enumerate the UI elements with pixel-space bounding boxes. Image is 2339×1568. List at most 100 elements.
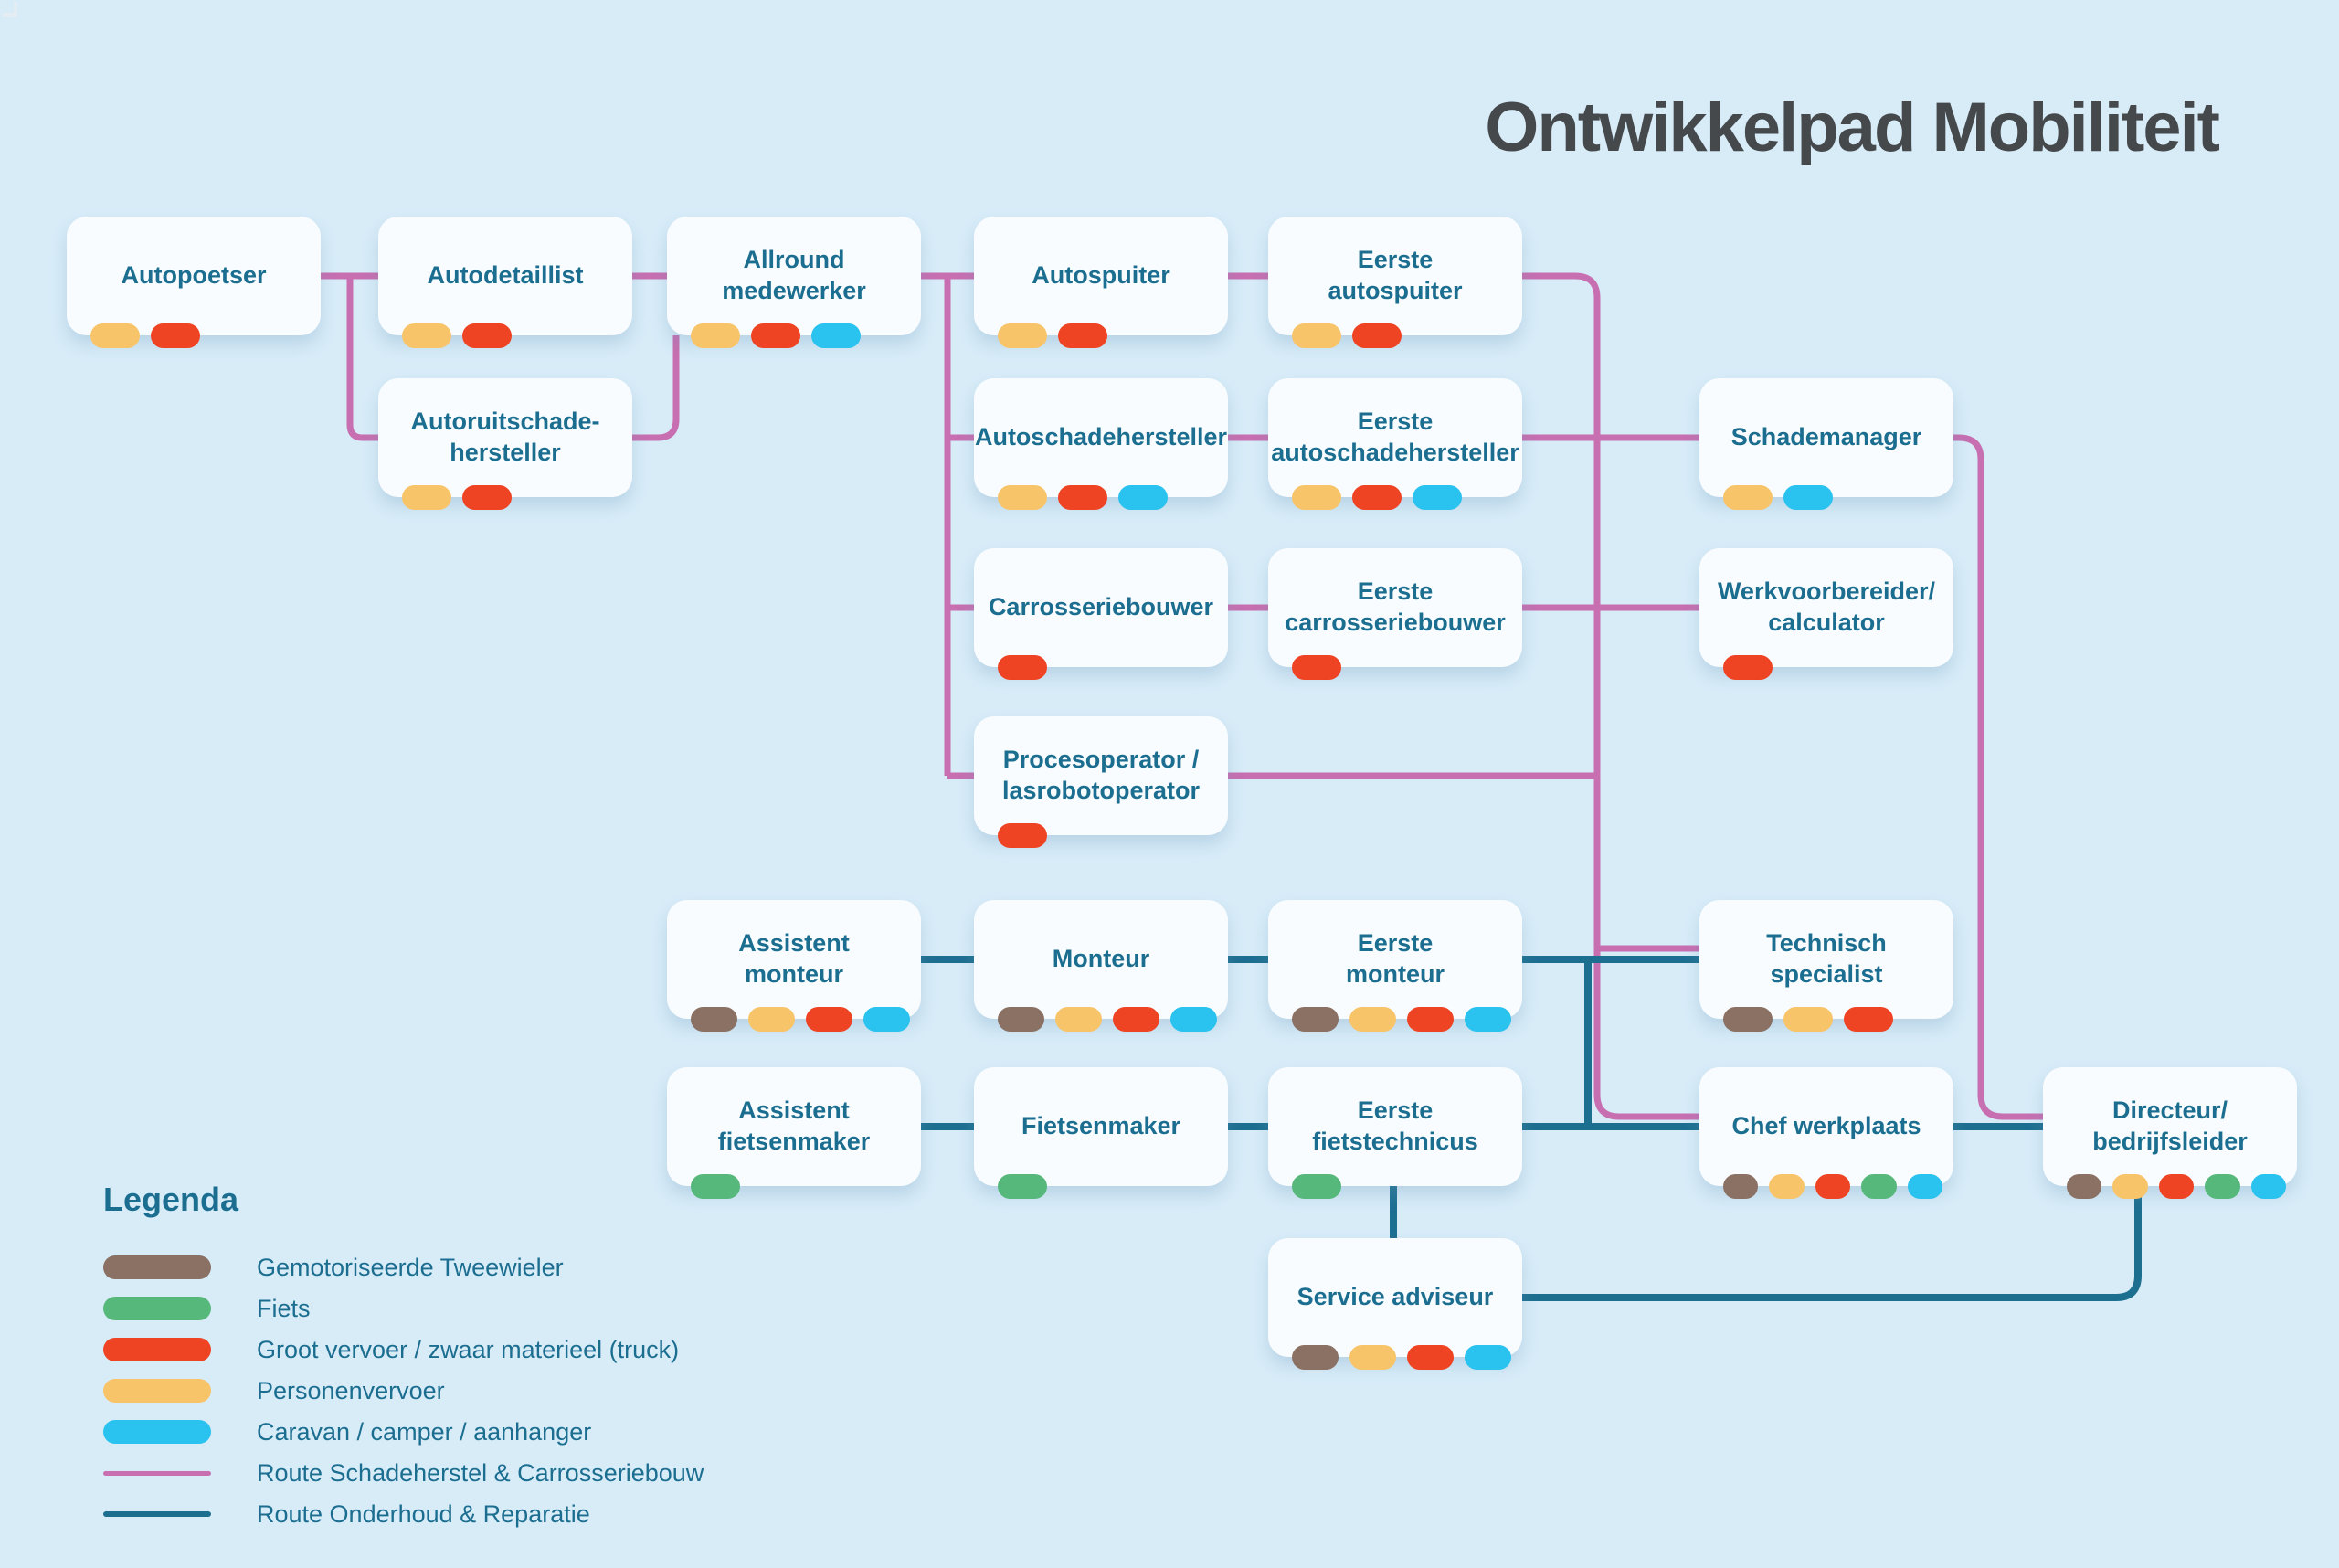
pill-truck <box>1844 1007 1893 1032</box>
pill-personen <box>691 323 740 348</box>
pill-truck <box>998 655 1047 680</box>
pill-fiets <box>691 1174 740 1199</box>
category-pills <box>67 323 321 348</box>
pill-personen <box>90 323 140 348</box>
pill-caravan <box>1783 485 1833 510</box>
pill-personen <box>1769 1174 1805 1199</box>
legend-swatch-onderhoud <box>103 1511 211 1517</box>
node-eerste-autospuiter: Eerste autospuiter <box>1268 217 1522 348</box>
legend-item-schadeherstel: Route Schadeherstel & Carrosseriebouw <box>103 1458 1154 1487</box>
pill-truck <box>1407 1007 1454 1032</box>
pill-tweewieler <box>1723 1174 1759 1199</box>
node-label-autodetaillist: Autodetaillist <box>427 261 584 290</box>
category-pills <box>1268 1174 1522 1199</box>
pill-caravan <box>1413 485 1462 510</box>
pill-caravan <box>1907 1174 1943 1199</box>
category-pills <box>974 823 1228 848</box>
route-schadeherstel-junction-autoruitschade-hersteller <box>346 276 378 441</box>
pill-fiets <box>998 1174 1047 1199</box>
pill-personen <box>1292 485 1341 510</box>
pill-truck <box>1815 1174 1851 1199</box>
pill-tweewieler <box>1292 1345 1339 1370</box>
node-carrosseriebouwer: Carrosseriebouwer <box>974 548 1228 680</box>
node-eerste-monteur: Eerste monteur <box>1268 900 1522 1032</box>
pill-truck <box>998 823 1047 848</box>
legend-item-personen: Personenvervoer <box>103 1377 1154 1404</box>
pill-truck <box>1723 655 1773 680</box>
node-label-carrosseriebouwer: Carrosseriebouwer <box>988 593 1214 621</box>
node-procesoperator-lasrobotoperator: Procesoperator / lasrobotoperator <box>974 716 1228 848</box>
route-onderhoud-service-adviseur-directeur-bedrijfsleider <box>1522 1186 2142 1301</box>
page-title: Ontwikkelpad Mobiliteit <box>1485 89 2220 166</box>
category-pills <box>378 485 632 510</box>
category-pills <box>1268 655 1522 680</box>
node-assistent-monteur: Assistent monteur <box>667 900 921 1032</box>
node-label-eerste-autospuiter: Eerste autospuiter <box>1328 246 1463 304</box>
pill-tweewieler <box>2067 1174 2102 1199</box>
pill-caravan <box>1465 1345 1511 1370</box>
pill-truck <box>1407 1345 1454 1370</box>
pill-truck <box>1352 323 1402 348</box>
node-label-autoschadehersteller: Autoschadehersteller <box>974 423 1228 451</box>
pill-personen <box>1349 1345 1396 1370</box>
node-technisch-specialist: Technisch specialist <box>1699 900 1953 1032</box>
node-label-chef-werkplaats: Chef werkplaats <box>1731 1112 1921 1140</box>
pill-personen <box>998 323 1047 348</box>
pill-truck <box>151 323 200 348</box>
legend-label-tweewieler: Gemotoriseerde Tweewieler <box>257 1253 564 1281</box>
pill-caravan <box>1118 485 1168 510</box>
category-pills <box>974 655 1228 680</box>
category-pills <box>1699 485 1953 510</box>
category-pills <box>974 1174 1228 1199</box>
legend-item-fiets: Fiets <box>103 1294 1154 1322</box>
pill-tweewieler <box>998 1007 1044 1032</box>
pill-truck <box>1113 1007 1159 1032</box>
category-pills <box>1268 323 1522 348</box>
pill-personen <box>402 485 451 510</box>
node-autoruitschade-hersteller: Autoruitschade- hersteller <box>378 378 632 510</box>
node-fietsenmaker: Fietsenmaker <box>974 1067 1228 1199</box>
category-pills <box>1268 485 1522 510</box>
legend-label-schadeherstel: Route Schadeherstel & Carrosseriebouw <box>257 1458 704 1487</box>
node-label-schademanager: Schademanager <box>1730 423 1922 451</box>
node-werkvoorbereider-calculator: Werkvoorbereider/ calculator <box>1699 548 1953 680</box>
node-label-procesoperator-lasrobotoperator: Procesoperator / lasrobotoperator <box>1001 746 1201 804</box>
node-autodetaillist: Autodetaillist <box>378 217 632 348</box>
node-label-technisch-specialist: Technisch specialist <box>1766 929 1887 988</box>
category-pills <box>1699 1007 1953 1032</box>
node-directeur-bedrijfsleider: Directeur/ bedrijfsleider <box>2043 1067 2297 1199</box>
pill-personen <box>402 323 451 348</box>
node-label-autospuiter: Autospuiter <box>1032 261 1170 290</box>
legend-heading: Legenda <box>103 1181 239 1218</box>
legend-label-fiets: Fiets <box>257 1294 311 1322</box>
legend-item-tweewieler: Gemotoriseerde Tweewieler <box>103 1253 1154 1281</box>
legend-item-onderhoud: Route Onderhoud & Reparatie <box>103 1499 1154 1528</box>
pill-personen <box>1349 1007 1396 1032</box>
pill-personen <box>748 1007 795 1032</box>
pill-truck <box>751 323 800 348</box>
node-schademanager: Schademanager <box>1699 378 1953 510</box>
node-eerste-autoschadehersteller: Eerste autoschadehersteller <box>1268 378 1522 510</box>
pill-truck <box>806 1007 852 1032</box>
pill-caravan <box>811 323 861 348</box>
pill-caravan <box>863 1007 910 1032</box>
node-assistent-fietsenmaker: Assistent fietsenmaker <box>667 1067 921 1199</box>
node-label-eerste-carrosseriebouwer: Eerste carrosseriebouwer <box>1285 577 1506 636</box>
node-autospuiter: Autospuiter <box>974 217 1228 348</box>
pill-truck <box>1352 485 1402 510</box>
legend-label-onderhoud: Route Onderhoud & Reparatie <box>257 1499 590 1528</box>
node-label-assistent-monteur: Assistent monteur <box>738 929 850 988</box>
pill-caravan <box>2250 1174 2287 1199</box>
category-pills <box>378 323 632 348</box>
node-label-monteur: Monteur <box>1052 945 1150 973</box>
category-pills <box>1699 1174 1953 1199</box>
pill-caravan <box>1465 1007 1511 1032</box>
route-schadeherstel-eerste-autospuiter-chef-werkplaats <box>1522 272 1699 1120</box>
node-label-allround-medewerker: Allround medewerker <box>722 246 866 304</box>
corner-mark-vertical <box>14 2 17 15</box>
node-autoschadehersteller: Autoschadehersteller <box>974 378 1228 510</box>
pill-personen <box>998 485 1047 510</box>
